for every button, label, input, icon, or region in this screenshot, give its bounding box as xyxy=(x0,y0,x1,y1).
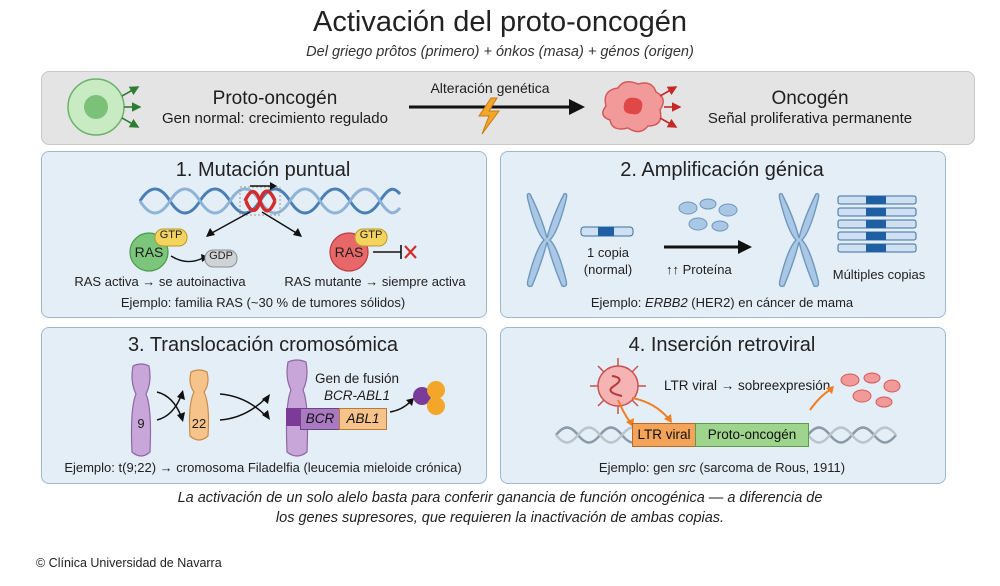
proto-oncogene-label: Proto-oncogén xyxy=(212,88,338,109)
gtp-badge: GTP xyxy=(159,229,183,241)
alteration-arrow-icon xyxy=(409,97,585,135)
normal-cell-icon xyxy=(67,78,142,136)
chromosome-9-label: 9 xyxy=(137,416,145,431)
oncogene-label: Oncogén xyxy=(771,88,849,109)
single-gene-copy-icon xyxy=(580,226,634,237)
panel-gene-amplification-example: Ejemplo: ERBB2 (HER2) en cáncer de mama xyxy=(590,295,854,310)
gtp-badge-mutant: GTP xyxy=(359,229,383,241)
proto-oncogene-segment: Proto-oncogén xyxy=(695,423,809,447)
genetic-alteration-label: Alteración genética xyxy=(430,80,550,96)
ltr-overexpression-caption: LTR viral → sobreexpresión xyxy=(664,378,831,393)
ras-active-icon xyxy=(129,228,238,272)
ras-active-caption: RAS activa → se autoinactiva xyxy=(74,274,246,289)
one-copy-label: 1 copia xyxy=(587,245,629,260)
proto-oncogene-description: Gen normal: crecimiento regulado xyxy=(162,110,388,127)
oncogene-description: Señal proliferativa permanente xyxy=(707,110,913,127)
footer-note-line-2: los genes supresores, que requieren la i… xyxy=(275,510,725,526)
fusion-protein-icon xyxy=(389,381,445,415)
cancer-cell-icon xyxy=(602,81,682,133)
fusion-gene-name: BCR-ABL1 xyxy=(323,388,391,403)
host-dna-icon xyxy=(555,426,897,444)
ltr-viral-segment: LTR viral xyxy=(632,423,696,447)
protein-increase-label: ↑↑ Proteína xyxy=(666,262,732,277)
ras-mutant-icon xyxy=(329,228,417,272)
panel-point-mutation-example: Ejemplo: familia RAS (~30 % de tumores s… xyxy=(120,295,406,310)
retrovirus-icon xyxy=(590,358,646,414)
panel-chromosomal-translocation-title: 3. Translocación cromosómica xyxy=(127,334,399,356)
proteins-released-icon xyxy=(809,372,901,411)
ras-mutant-label: RAS xyxy=(334,244,364,260)
panel-chromosomal-translocation xyxy=(41,327,487,484)
panel-chromosomal-translocation-example: Ejemplo: t(9;22) → cromosoma Filadelfia … xyxy=(64,460,462,475)
dna-helix-icon xyxy=(138,182,402,216)
fusion-gene-label: Gen de fusión xyxy=(314,371,400,386)
chromosome-22-icon xyxy=(188,369,210,441)
bcr-segment: BCR xyxy=(300,408,340,430)
exchange-arrows-icon xyxy=(156,390,185,422)
chromosome-22-label: 22 xyxy=(191,416,207,431)
footer-note: La activación de un solo alelo basta par… xyxy=(0,488,1000,528)
panel-retroviral-insertion-example: Ejemplo: gen src (sarcoma de Rous, 1911) xyxy=(598,460,846,475)
panel-retroviral-insertion xyxy=(500,327,946,484)
panel-retroviral-insertion-title: 4. Inserción retroviral xyxy=(628,334,816,356)
multiple-copies-label: Múltiples copias xyxy=(832,267,926,282)
panel-gene-amplification-title: 2. Amplificación génica xyxy=(620,159,824,181)
normal-label: (normal) xyxy=(583,262,633,277)
page-subtitle: Del griego prôtos (primero) + ónkos (mas… xyxy=(306,44,694,60)
chromosome-normal-icon xyxy=(526,192,568,288)
chromosome-9-icon xyxy=(130,363,152,457)
ras-active-label: RAS xyxy=(134,244,164,260)
amplification-arrow-icon xyxy=(664,240,752,254)
ras-mutant-caption: RAS mutante → siempre activa xyxy=(284,274,466,289)
translocation-arrows-icon xyxy=(219,393,270,421)
panel-point-mutation-title: 1. Mutación puntual xyxy=(175,159,351,181)
chromosome-amplified-icon xyxy=(778,192,820,288)
mutation-branch-arrows xyxy=(206,211,302,237)
protein-cluster-icon xyxy=(678,198,738,232)
abl1-segment: ABL1 xyxy=(339,408,387,430)
multiple-gene-copies-icon xyxy=(837,195,917,253)
panel-point-mutation xyxy=(41,151,487,318)
copyright: © Clínica Universidad de Navarra xyxy=(36,556,222,570)
footer-note-line-1: La activación de un solo alelo basta par… xyxy=(177,490,823,506)
page-title: Activación del proto-oncogén xyxy=(312,6,687,38)
gdp-badge: GDP xyxy=(209,250,233,262)
